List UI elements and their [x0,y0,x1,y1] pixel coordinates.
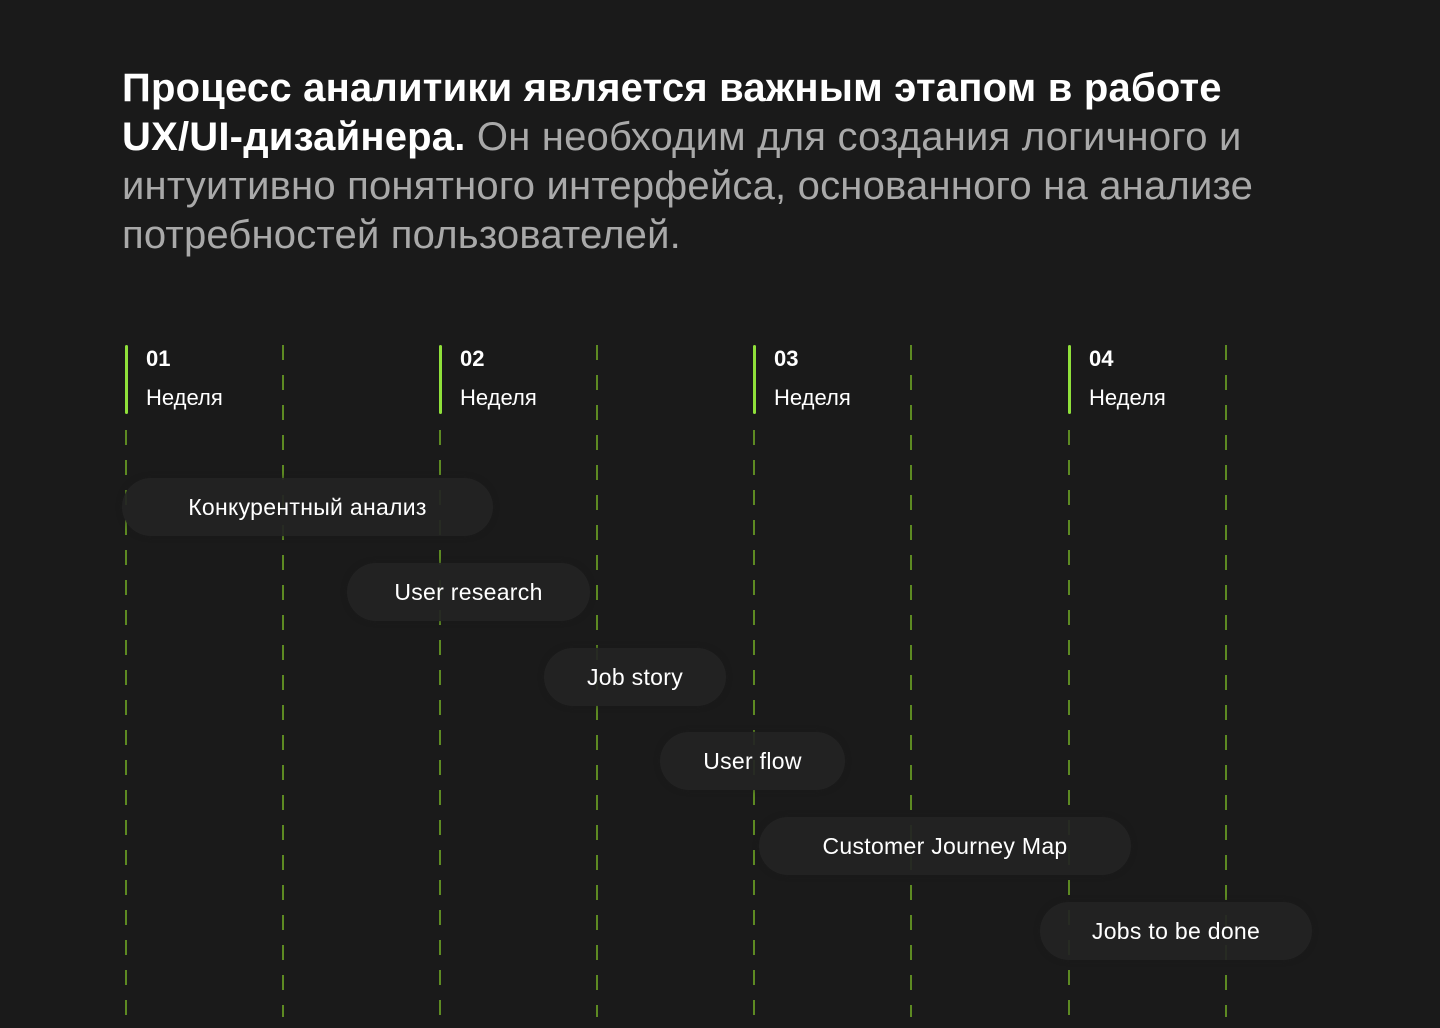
week-3-grid-line [753,430,755,1017]
week-4-accent-bar [1068,345,1071,414]
week-1-label: Неделя [146,385,223,410]
week-3-label: Неделя [774,385,851,410]
week-3-accent-bar [753,345,756,414]
week-1-number: 01 [146,346,171,371]
intro-lead: Процесс аналитики является важным этапом… [122,66,1222,159]
week-1-grid-line [125,430,127,1017]
task-job-story: Job story [544,648,726,706]
week-2-label: Неделя [460,385,537,410]
task-customer-journey-map: Customer Journey Map [759,817,1131,875]
task-user-flow: User flow [660,732,845,790]
week-2-accent-bar [439,345,442,414]
week-4-number: 04 [1089,346,1114,371]
task-jobs-to-be-done: Jobs to be done [1040,902,1312,960]
task-competitive-analysis: Конкурентный анализ [122,478,493,536]
intro-paragraph: Процесс аналитики является важным этапом… [122,64,1342,260]
week-4-label: Неделя [1089,385,1166,410]
week-4-mid-line [1225,345,1227,1017]
week-2-number: 02 [460,346,485,371]
week-3-number: 03 [774,346,799,371]
week-1-mid-line [282,345,284,1017]
task-user-research: User research [347,563,590,621]
week-2-grid-line [439,430,441,1017]
week-3-mid-line [910,345,912,1017]
week-1-accent-bar [125,345,128,414]
week-4-grid-line [1068,430,1070,1017]
intro-rest: Он необходим для создания логичного и ин… [122,115,1254,257]
